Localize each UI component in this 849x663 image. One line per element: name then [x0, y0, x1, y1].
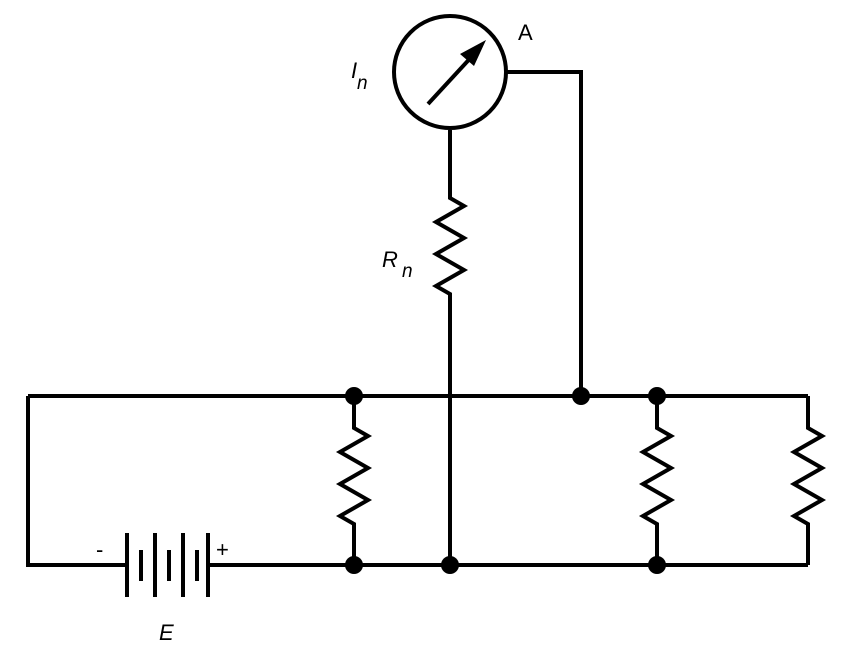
- load-resistor-2: [638, 396, 676, 565]
- battery-voltage-label: E: [159, 620, 174, 645]
- ammeter-label: A: [518, 20, 533, 45]
- load-resistor-1: [335, 396, 373, 565]
- wire-ammeter-return: [507, 70, 583, 396]
- load-resistor-3: [789, 396, 827, 565]
- battery-positive-label: +: [216, 537, 229, 562]
- junction-dot: [441, 556, 459, 574]
- battery-negative-label: -: [96, 537, 103, 562]
- ammeter-body: [392, 14, 508, 130]
- resistor-label-subscript: n: [402, 261, 413, 282]
- meter-resistor: [431, 130, 469, 565]
- ammeter-arrow-icon: [460, 40, 486, 66]
- resistor-label-symbol: R: [382, 247, 398, 272]
- junction-dot: [572, 387, 590, 405]
- junction-dot: [648, 556, 666, 574]
- battery: [117, 533, 212, 597]
- junction-dot: [648, 387, 666, 405]
- junction-dot: [345, 556, 363, 574]
- junction-dot: [345, 387, 363, 405]
- current-label-symbol: I: [351, 58, 357, 83]
- ammeter: [392, 14, 508, 130]
- wire-left-loop: [26, 396, 117, 567]
- current-label-subscript: n: [357, 73, 368, 94]
